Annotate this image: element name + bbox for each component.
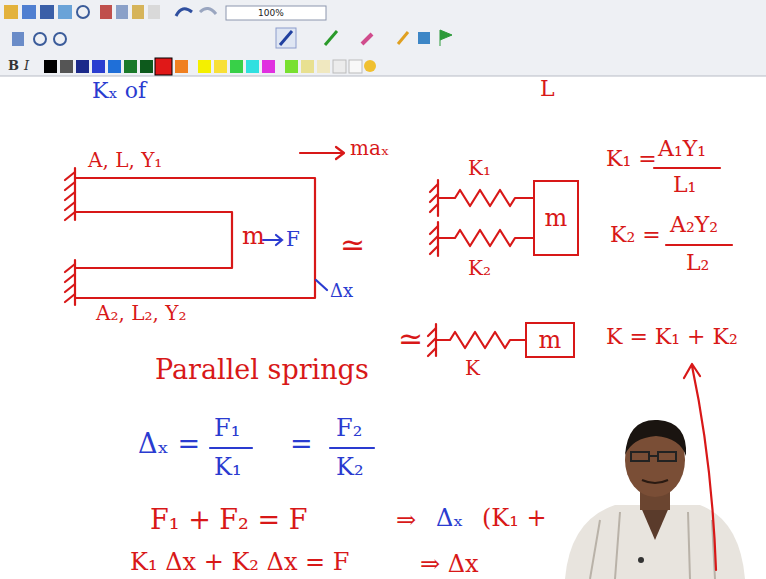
equation: K₁ Δx + K₂ Δx = F xyxy=(130,550,349,574)
equation: A₂Y₂ xyxy=(670,214,718,236)
equation: A₁Y₁ xyxy=(658,138,706,160)
zoom-value: 100% xyxy=(258,9,284,18)
force-arrow xyxy=(262,235,282,245)
equation: (K₁ + xyxy=(482,506,547,530)
heading: Parallel springs xyxy=(155,356,369,383)
spring-label: K₁ xyxy=(468,158,491,178)
rod-assembly: m xyxy=(75,178,315,298)
wall-hatch xyxy=(430,184,438,212)
spring-label: K xyxy=(465,358,480,378)
wall-hatch xyxy=(65,264,75,302)
displacement-label: Δx xyxy=(330,282,353,300)
pointer-arrow xyxy=(684,364,716,570)
rod-parameters: A₂, L₂, Y₂ xyxy=(96,303,186,323)
rod-parameters: A, L, Y₁ xyxy=(88,150,162,170)
equation: K = K₁ + K₂ xyxy=(606,326,738,348)
rod-outline xyxy=(75,212,232,268)
equation: F₁ + F₂ = F xyxy=(150,506,307,533)
toolbar-icons: B I xyxy=(4,5,452,73)
equation: K₂ xyxy=(336,455,364,479)
implies-sign: ⇒ xyxy=(396,508,416,532)
force-arrow xyxy=(300,147,344,159)
heading-fragment: Kₓ of xyxy=(92,80,146,102)
equation: F₁ xyxy=(214,416,240,440)
fraction-bar xyxy=(666,244,732,246)
equation: K₁ xyxy=(214,455,242,479)
toolbar-edge xyxy=(0,76,766,77)
spring xyxy=(438,190,533,206)
mass-label: m xyxy=(242,224,265,248)
force-label: maₓ xyxy=(350,138,389,158)
equation: K₂ = xyxy=(610,224,661,246)
equation: F₂ xyxy=(336,416,362,440)
fraction-bar xyxy=(654,167,720,169)
equation: L₁ xyxy=(673,174,696,196)
wall-hatch xyxy=(430,226,438,254)
toolbar xyxy=(0,0,766,76)
lecturer-figure xyxy=(565,420,745,579)
fraction-bar xyxy=(210,447,252,449)
displacement-tick xyxy=(316,280,327,290)
force-label: F xyxy=(286,229,300,249)
mass-block: m xyxy=(525,322,575,358)
spring xyxy=(436,332,525,348)
color-palette xyxy=(44,58,376,75)
wall-hatch xyxy=(428,328,436,356)
equivalence-sign: ≃ xyxy=(340,230,365,260)
equivalence-sign: ≃ xyxy=(398,324,423,354)
handwriting-strokes xyxy=(65,147,732,570)
wall-hatch xyxy=(65,172,75,220)
spring xyxy=(438,230,533,246)
handwriting-strokes xyxy=(210,235,374,448)
equation: Δₓ = xyxy=(138,430,200,457)
mass-label: m xyxy=(545,206,568,230)
heading-fragment: L xyxy=(540,78,555,100)
svg-text:B: B xyxy=(8,58,19,73)
rod-outline xyxy=(75,178,315,298)
equation: Δₓ xyxy=(436,506,464,530)
mass-label: m xyxy=(539,328,562,352)
svg-text:I: I xyxy=(23,58,30,73)
equation: L₂ xyxy=(686,252,709,274)
spring-label: K₂ xyxy=(468,258,491,278)
equation: K₁ = xyxy=(606,148,657,170)
mass-block: m xyxy=(533,180,579,256)
equation: = xyxy=(290,430,313,457)
equation: ⇒ Δx xyxy=(420,552,479,576)
fraction-bar xyxy=(330,447,374,449)
